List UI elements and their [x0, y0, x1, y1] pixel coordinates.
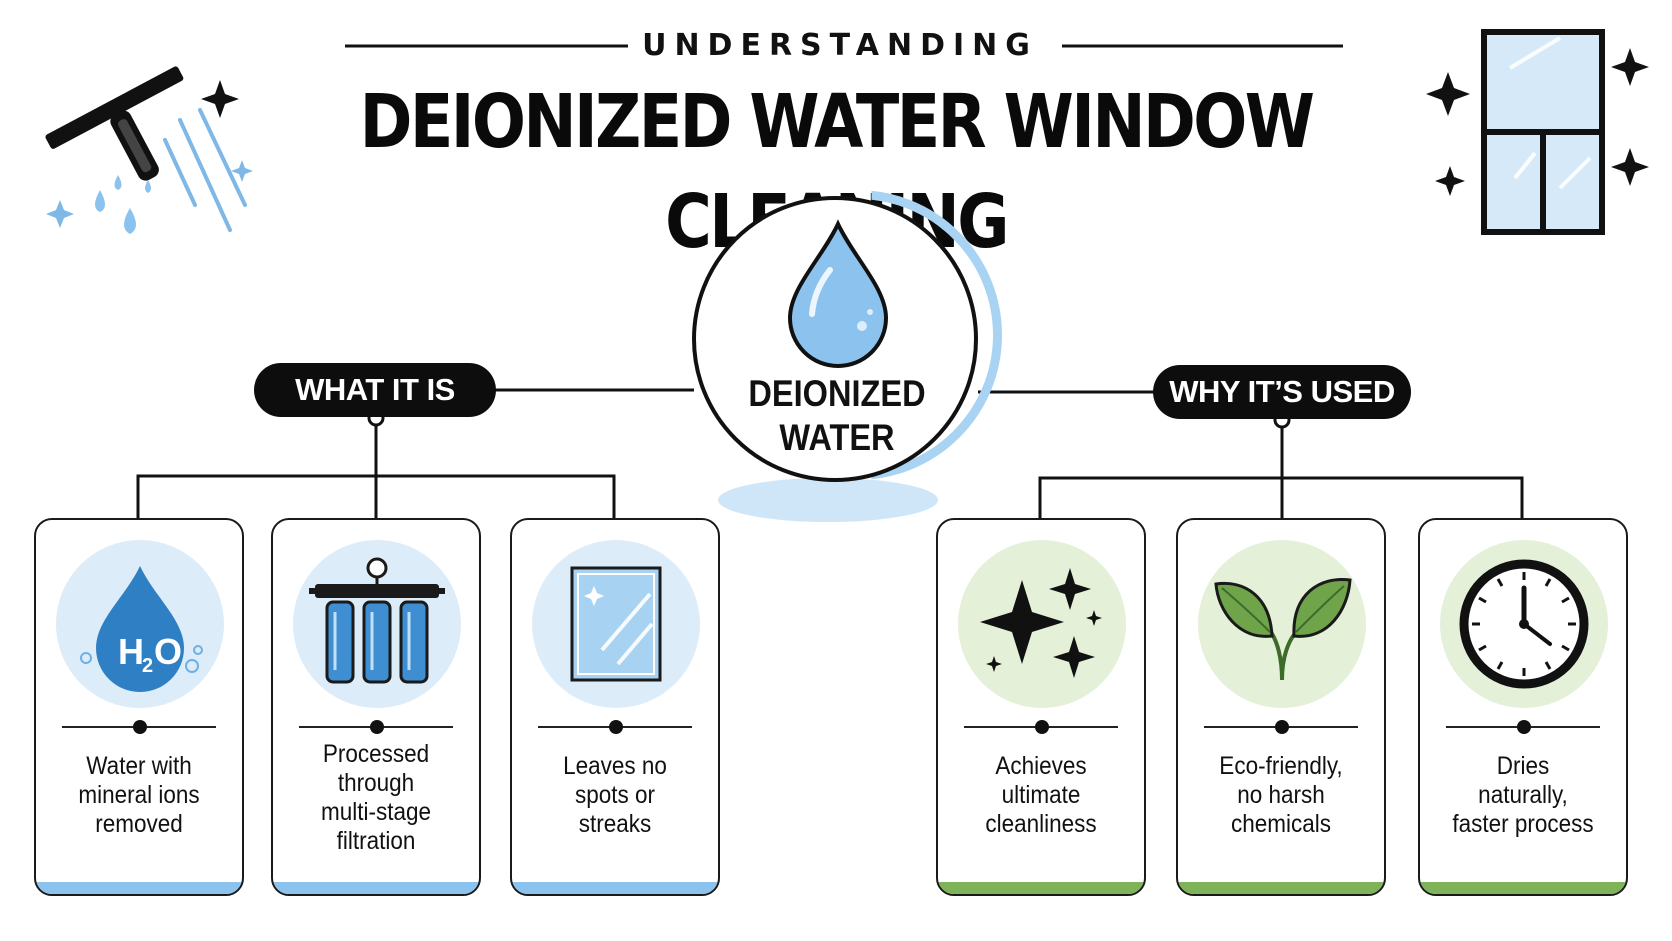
card-dries-naturally: Dries naturally, faster process [1418, 518, 1628, 896]
desc-line: Leaves no [563, 752, 667, 780]
desc-line: ultimate [1001, 781, 1081, 809]
card-accent-bar [1178, 882, 1384, 894]
desc-line: spots or [574, 781, 656, 809]
card-eco-friendly: Eco-friendly, no harsh chemicals [1176, 518, 1386, 896]
card-divider-dot [609, 720, 623, 734]
card-accent-bar [273, 882, 479, 894]
desc-line: naturally, [1478, 781, 1568, 809]
water-drop-icon [787, 219, 889, 368]
card-divider-dot [1517, 720, 1531, 734]
branch-why-its-used: WHY IT’S USED [1153, 365, 1411, 419]
card-multi-stage-filtration: Processed through multi-stage filtration [271, 518, 481, 896]
card-ultimate-cleanliness: Achieves ultimate cleanliness [936, 518, 1146, 896]
sparkles-icon [980, 568, 1102, 678]
desc-line: no harsh [1237, 781, 1325, 809]
card-description: Water with mineral ions removed [55, 752, 222, 839]
card-accent-bar [512, 882, 718, 894]
card-description: Processed through multi-stage filtration [292, 740, 459, 856]
card-description: Dries naturally, faster process [1439, 752, 1606, 839]
clock-icon [1459, 559, 1589, 689]
desc-line: removed [95, 810, 183, 838]
desc-line: through [337, 769, 415, 797]
card-divider-dot [1035, 720, 1049, 734]
card-divider-dot [1275, 720, 1289, 734]
h2o-sub: 2 [142, 655, 153, 677]
desc-line: streaks [578, 810, 652, 838]
clean-window-icon [570, 566, 662, 682]
desc-line: Processed [322, 740, 430, 768]
page-title: DEIONIZED WATER WINDOW CLEANING [359, 79, 1315, 265]
card-description: Leaves no spots or streaks [531, 752, 698, 839]
center-label-line1: DEIONIZED [748, 373, 926, 414]
desc-line: filtration [336, 827, 416, 855]
leaves-icon [1214, 577, 1352, 681]
window-icon [1426, 29, 1649, 235]
icon-badge [1440, 540, 1608, 708]
desc-line: Achieves [995, 752, 1087, 780]
desc-line: chemicals [1230, 810, 1332, 838]
icon-badge [1198, 540, 1366, 708]
desc-line: cleanliness [985, 810, 1097, 838]
card-mineral-ions-removed: H 2 O Water with mineral ions removed [34, 518, 244, 896]
center-shadow-ellipse [718, 478, 938, 522]
icon-badge [958, 540, 1126, 708]
header-eyebrow: UNDERSTANDING [642, 28, 1038, 63]
icon-badge [532, 540, 700, 708]
center-label: DEIONIZED WATER [718, 372, 956, 460]
card-accent-bar [1420, 882, 1626, 894]
card-description: Eco-friendly, no harsh chemicals [1197, 752, 1364, 839]
card-no-spots-streaks: Leaves no spots or streaks [510, 518, 720, 896]
branch-what-it-is: WHAT IT IS [254, 363, 496, 417]
filter-system-icon [309, 557, 445, 684]
center-label-line2: WATER [779, 417, 895, 458]
card-divider-dot [133, 720, 147, 734]
h2o-o: O [154, 631, 182, 672]
squeegee-icon [45, 66, 253, 234]
card-divider-dot [370, 720, 384, 734]
card-description: Achieves ultimate cleanliness [957, 752, 1124, 839]
h2o-h: H [118, 631, 144, 672]
desc-line: mineral ions [78, 781, 200, 809]
card-accent-bar [36, 882, 242, 894]
icon-badge: H 2 O [56, 540, 224, 708]
desc-line: faster process [1452, 810, 1594, 838]
desc-line: multi-stage [320, 798, 432, 826]
h2o-drop-icon: H 2 O [80, 566, 203, 692]
desc-line: Water with [86, 752, 192, 780]
card-accent-bar [938, 882, 1144, 894]
icon-badge [293, 540, 461, 708]
desc-line: Eco-friendly, [1219, 752, 1343, 780]
desc-line: Dries [1496, 752, 1550, 780]
